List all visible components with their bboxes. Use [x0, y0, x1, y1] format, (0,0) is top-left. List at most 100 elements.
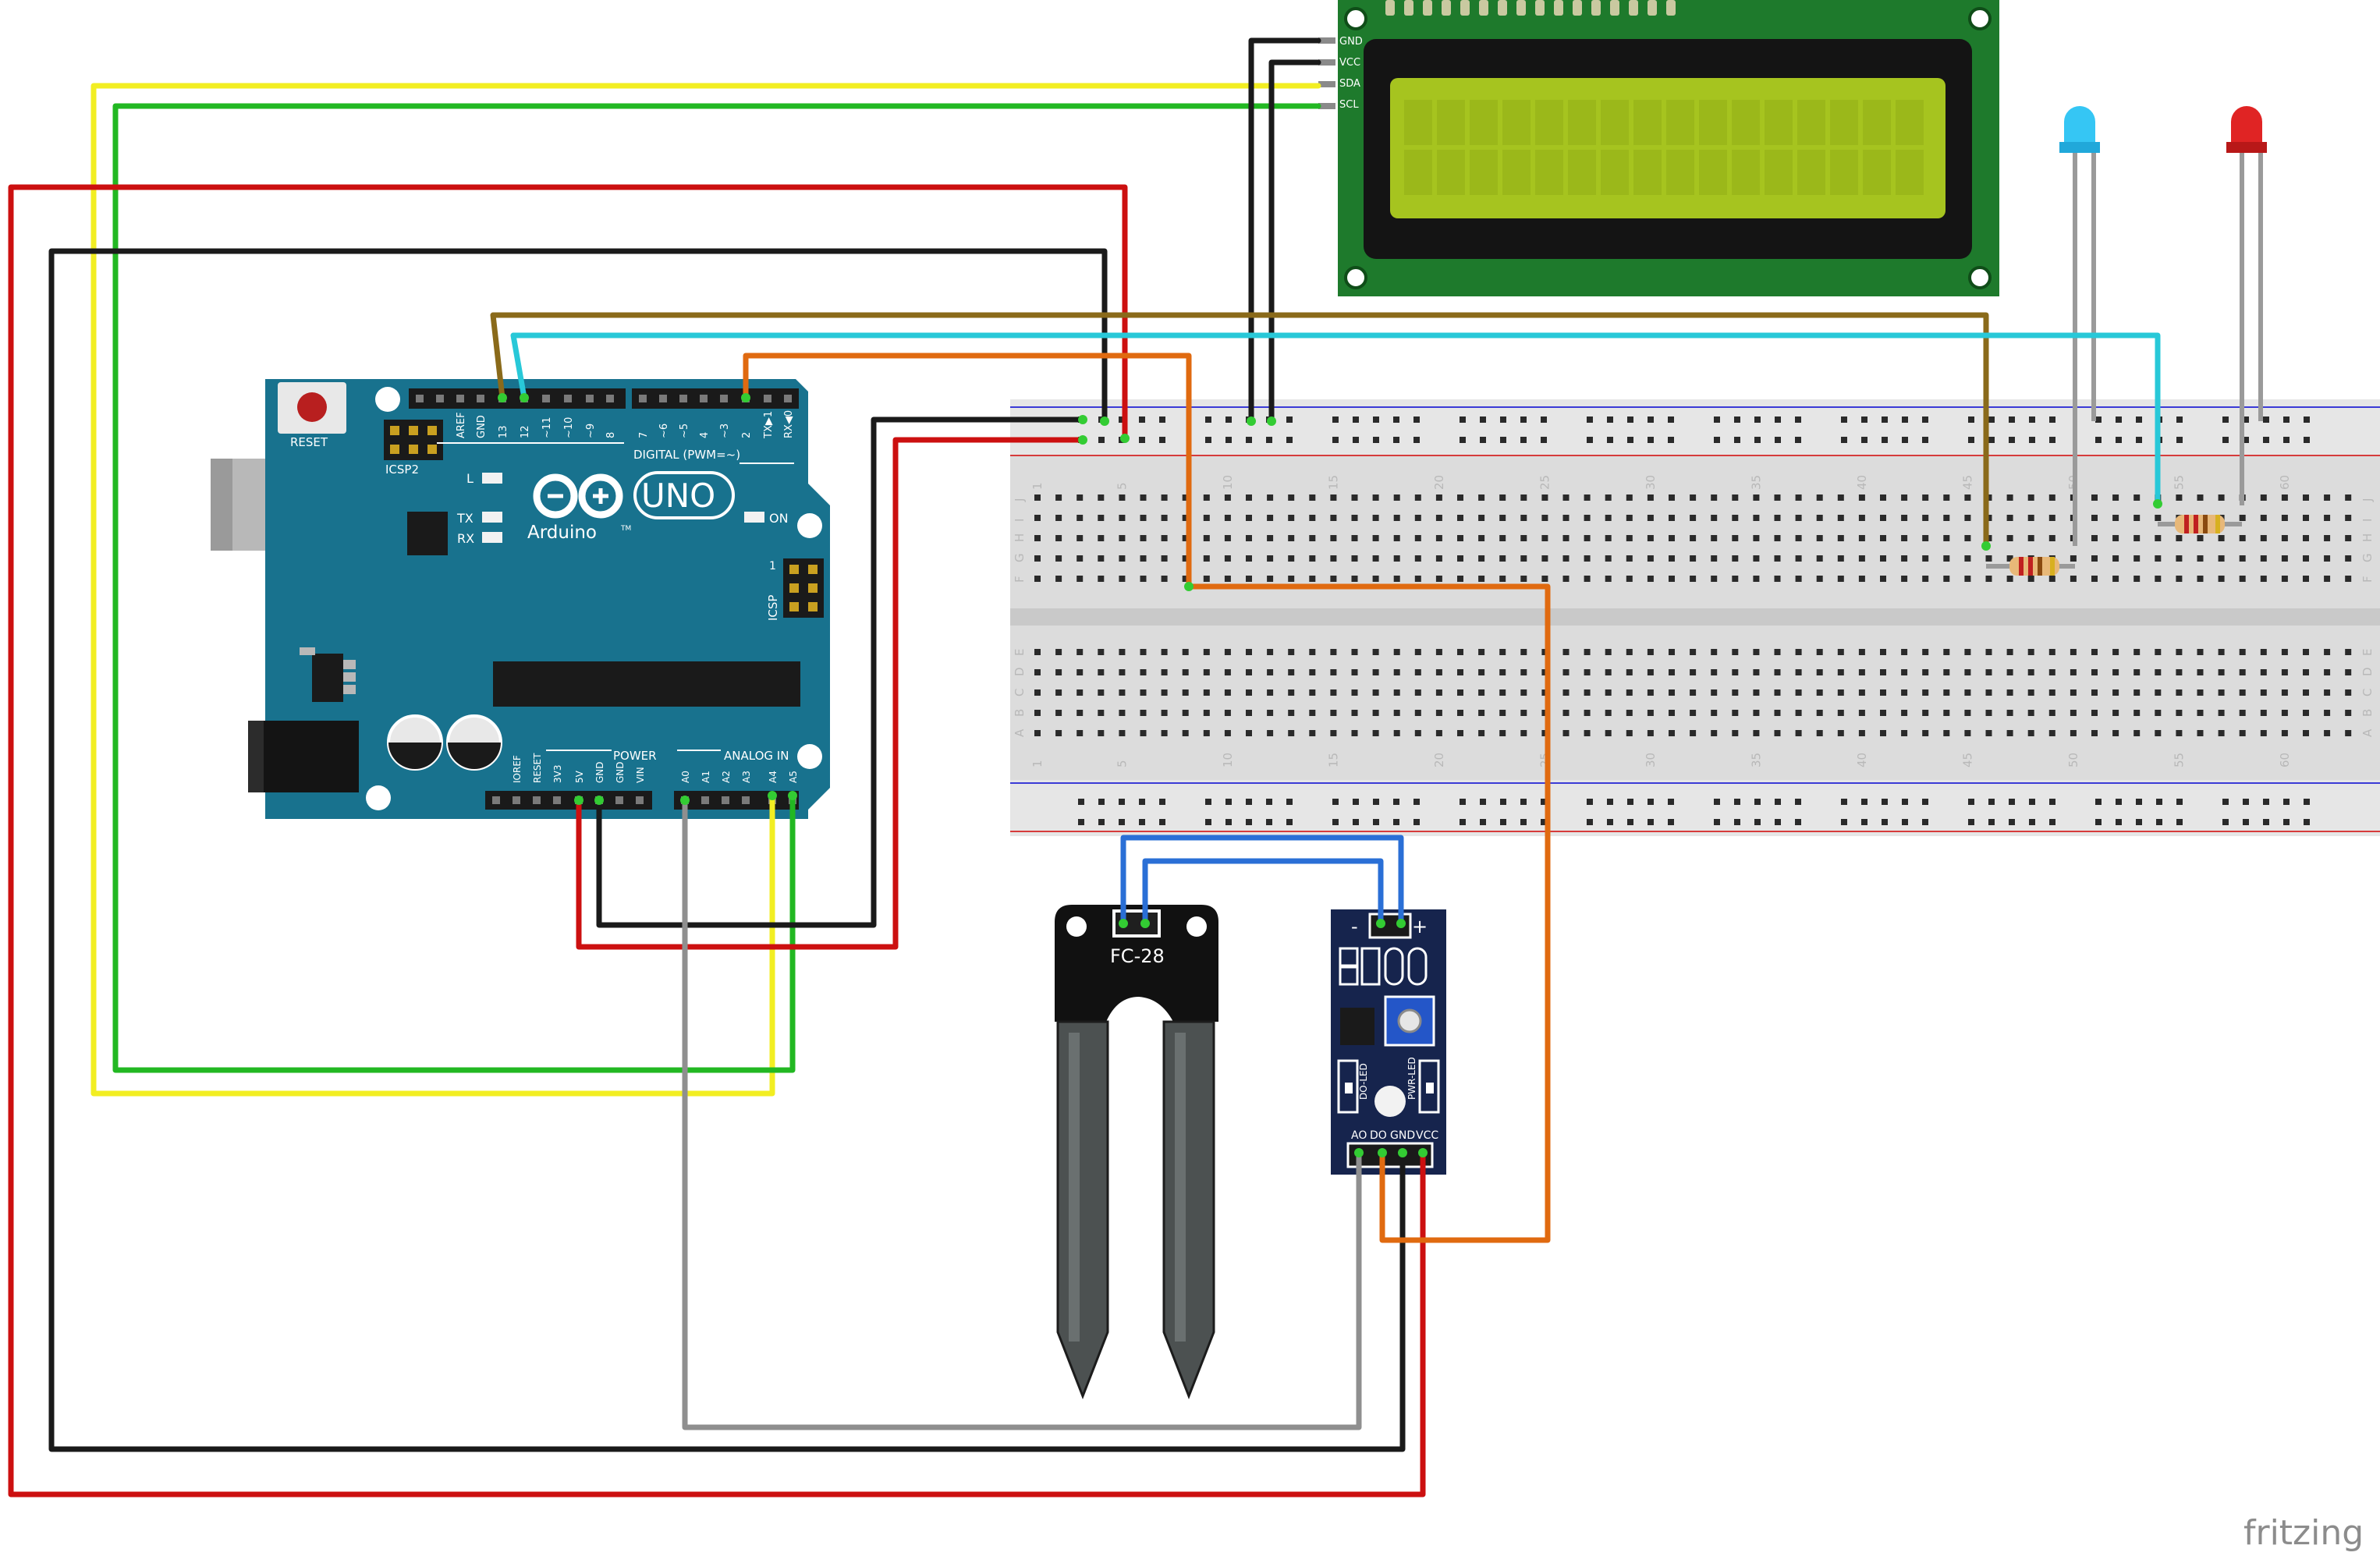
rail-hole — [1607, 819, 1613, 825]
lcd-char-cell — [1896, 100, 1924, 145]
breadboard-hole — [2176, 730, 2183, 736]
breadboard-hole — [2176, 535, 2183, 541]
breadboard-hole — [1055, 689, 1062, 696]
wire-sda-yellow[interactable] — [90, 83, 1321, 1097]
breadboard-hole — [1288, 730, 1295, 736]
wire-a0-gray[interactable] — [682, 797, 1362, 1430]
breadboard-hole — [2133, 669, 2141, 675]
power-label: POWER — [613, 749, 657, 763]
breadboard-hole — [1076, 555, 1084, 562]
breadboard-hole — [1182, 730, 1189, 736]
rail-hole — [1988, 416, 1995, 423]
analog-pin-label: A2 — [721, 771, 732, 783]
breadboard-hole — [1478, 689, 1485, 696]
breadboard-hole — [1732, 710, 1739, 716]
digital-pin-label: ~10 — [563, 417, 575, 438]
breadboard-hole — [1964, 535, 1971, 541]
rail-hole — [1988, 819, 1995, 825]
rail-hole — [1668, 437, 1674, 443]
power-pin-label: 5V — [574, 770, 585, 783]
wire-arduino-gnd-black[interactable] — [596, 416, 1086, 928]
rail-hole — [1246, 799, 1252, 805]
wire-probe-blue-2[interactable] — [1142, 858, 1384, 927]
usb-chip — [407, 512, 448, 555]
breadboard-hole — [1372, 669, 1379, 675]
breadboard-hole — [1203, 730, 1210, 736]
breadboard-hole — [1985, 669, 1992, 675]
breadboard-hole — [1309, 576, 1316, 582]
rail-hole — [1541, 437, 1547, 443]
breadboard-hole — [1076, 576, 1084, 582]
rail-hole — [1627, 799, 1633, 805]
header-hole — [456, 395, 464, 402]
breadboard-hole — [1457, 730, 1463, 736]
wire-pin2-orange[interactable] — [743, 353, 1551, 1243]
wire-module-gnd-black[interactable] — [48, 248, 1406, 1452]
rail-hole — [1373, 437, 1379, 443]
rail-hole — [1968, 437, 1974, 443]
rail-hole — [1922, 819, 1928, 825]
breadboard-hole — [1880, 710, 1886, 716]
breadboard-hole — [1372, 710, 1379, 716]
power-pin-label: IOREF — [512, 755, 523, 783]
breadboard-hole — [1816, 710, 1823, 716]
breadboard-hole — [1985, 555, 1992, 562]
breadboard-hole — [1055, 555, 1062, 562]
wire-probe-blue-1[interactable] — [1120, 835, 1404, 927]
rail-hole — [1627, 819, 1633, 825]
resistor-band — [2203, 515, 2208, 533]
rail-hole — [1332, 799, 1339, 805]
led-blue — [2059, 106, 2100, 546]
breadboard-hole — [1816, 494, 1823, 501]
module-smd-pad — [1360, 947, 1381, 986]
rail-hole — [2136, 416, 2142, 423]
breadboard-hole — [1267, 730, 1274, 736]
breadboard-hole — [1309, 535, 1316, 541]
breadboard-hole — [1351, 710, 1358, 716]
breadboard-hole — [2006, 649, 2013, 655]
digital-pin-label: ~6 — [658, 424, 670, 438]
digital-pin-label: 8 — [605, 432, 617, 438]
breadboard-hole — [2070, 555, 2077, 562]
row-letter: F — [2360, 576, 2375, 583]
breadboard-hole — [1288, 555, 1295, 562]
rail-hole — [1988, 437, 1995, 443]
potentiometer-knob-icon[interactable] — [1397, 1008, 1422, 1033]
lcd-pin-label-sda: SDA — [1339, 78, 1360, 90]
lcd-char-cell — [1797, 150, 1825, 195]
breadboard-hole — [1584, 515, 1591, 521]
breadboard-hole — [1541, 535, 1548, 541]
breadboard-hole — [2260, 535, 2267, 541]
arduino-mount-hole — [366, 785, 391, 810]
breadboard-hole — [1034, 649, 1041, 655]
wire-module-vcc-red[interactable] — [8, 184, 1426, 1498]
row-letter: A — [2360, 728, 2375, 737]
breadboard-hole — [1161, 555, 1168, 562]
wire-lcd-gnd[interactable] — [1248, 37, 1321, 424]
breadboard-hole — [2239, 515, 2246, 521]
rail-hole — [1861, 819, 1867, 825]
breadboard-hole — [2155, 649, 2162, 655]
wire-pin13-brown[interactable] — [490, 312, 1989, 549]
wire-pin12-cyan[interactable] — [510, 332, 2161, 507]
breadboard-hole — [1669, 710, 1675, 716]
wire-arduino-5v-red[interactable] — [576, 437, 1086, 950]
wire-lcd-vcc[interactable] — [1268, 59, 1321, 424]
breadboard-hole — [1076, 689, 1084, 696]
breadboard-hole — [1774, 535, 1781, 541]
rail-hole — [1922, 799, 1928, 805]
breadboard-hole — [1711, 669, 1718, 675]
breadboard-hole — [1880, 515, 1886, 521]
rail-hole — [2176, 437, 2183, 443]
breadboard-hole — [2281, 710, 2288, 716]
breadboard-hole — [1753, 649, 1760, 655]
breadboard-hole — [1753, 689, 1760, 696]
lcd-header-pin — [1479, 0, 1488, 16]
breadboard-hole — [2303, 710, 2309, 716]
lcd-header-pin — [1648, 0, 1657, 16]
wire-scl-green[interactable] — [112, 103, 1321, 1073]
breadboard-hole — [1711, 649, 1718, 655]
reset-button[interactable] — [297, 392, 327, 422]
analog-header — [674, 791, 799, 810]
breadboard-hole — [1140, 730, 1147, 736]
